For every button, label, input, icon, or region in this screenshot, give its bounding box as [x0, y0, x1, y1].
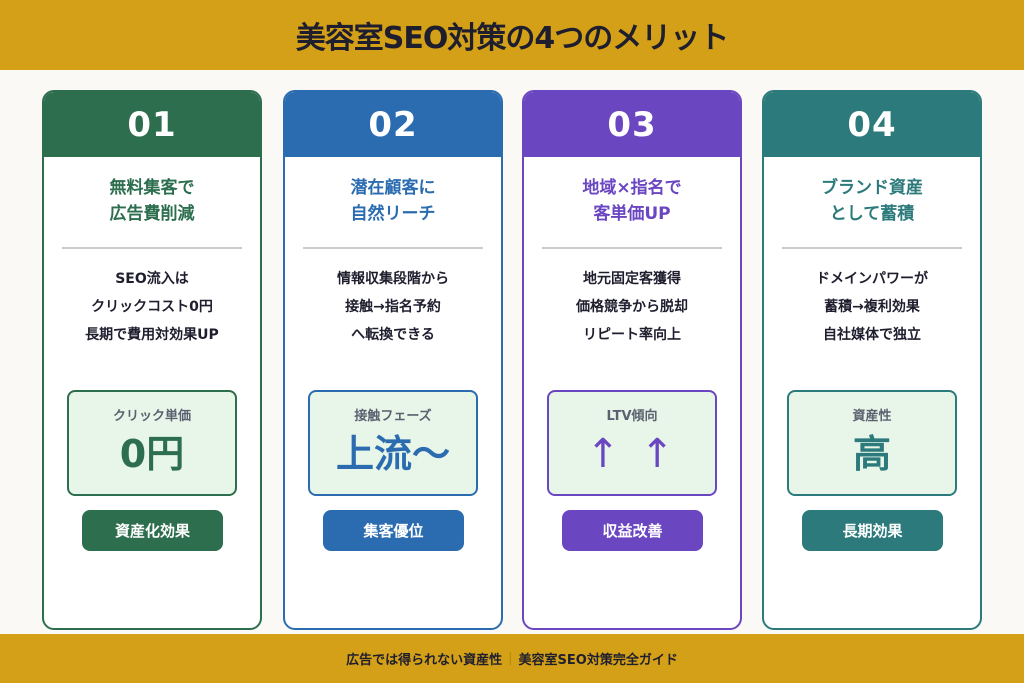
card-title: 地域×指名で 客単価UP — [524, 175, 740, 227]
card-title-line: として蓄積 — [829, 204, 915, 224]
stat-box: LTV傾向 ↑ ↑ — [547, 390, 717, 496]
card-description: ドメインパワーが 蓄積→複利効果 自社媒体で独立 — [764, 265, 980, 349]
up-arrows-icon: ↑ ↑ — [586, 431, 678, 477]
footer-guide-title: 美容室SEO対策完全ガイド — [518, 653, 678, 668]
description-line: クリックコスト0円 — [91, 299, 213, 315]
card-title: 無料集客で 広告費削減 — [44, 175, 260, 227]
description-line: リピート率向上 — [583, 327, 681, 343]
card-header: 04 — [764, 92, 980, 157]
card-description: SEO流入は クリックコスト0円 長期で費用対効果UP — [44, 265, 260, 349]
card-description: 情報収集段階から 接触→指名予約 へ転換できる — [285, 265, 501, 349]
stat-label: クリック単価 — [112, 409, 191, 424]
divider — [62, 247, 242, 249]
merit-card-01: 01 無料集客で 広告費削減 SEO流入は クリックコスト0円 長期で費用対効果… — [42, 90, 262, 630]
card-title-line: 広告費削減 — [109, 204, 195, 224]
card-title: ブランド資産 として蓄積 — [764, 175, 980, 227]
stat-label: LTV傾向 — [606, 409, 658, 424]
stat-value: 0円 — [119, 432, 185, 476]
effect-badge: 資産化効果 — [82, 510, 223, 551]
card-title-line: ブランド資産 — [821, 178, 923, 198]
stat-box: 接触フェーズ 上流〜 — [308, 390, 478, 496]
divider — [782, 247, 962, 249]
effect-badge: 収益改善 — [562, 510, 703, 551]
stat-box: 資産性 高 — [787, 390, 957, 496]
description-line: 地元固定客獲得 — [583, 271, 681, 287]
footer-separator: | — [508, 651, 513, 666]
divider — [542, 247, 722, 249]
description-line: 長期で費用対効果UP — [85, 327, 219, 343]
card-title-line: 無料集客で — [109, 178, 195, 198]
header-banner: 美容室SEO対策の4つのメリット — [0, 0, 1024, 70]
merit-card-04: 04 ブランド資産 として蓄積 ドメインパワーが 蓄積→複利効果 自社媒体で独立… — [762, 90, 982, 630]
card-title-line: 自然リーチ — [350, 204, 436, 224]
card-number: 02 — [368, 104, 418, 145]
description-line: SEO流入は — [115, 271, 189, 287]
card-header: 01 — [44, 92, 260, 157]
card-header: 03 — [524, 92, 740, 157]
stat-label: 資産性 — [852, 409, 892, 424]
footer-banner: 広告では得られない資産性 | 美容室SEO対策完全ガイド — [0, 634, 1024, 683]
description-line: 自社媒体で独立 — [823, 327, 921, 343]
card-number: 01 — [127, 104, 177, 145]
stat-box: クリック単価 0円 — [67, 390, 237, 496]
card-title-line: 客単価UP — [593, 204, 671, 224]
effect-badge: 長期効果 — [802, 510, 943, 551]
description-line: 情報収集段階から — [337, 271, 449, 287]
description-line: 接触→指名予約 — [345, 299, 441, 315]
card-number: 04 — [847, 104, 897, 145]
card-number: 03 — [607, 104, 657, 145]
card-header: 02 — [285, 92, 501, 157]
divider — [303, 247, 483, 249]
description-line: へ転換できる — [351, 327, 435, 343]
page-title: 美容室SEO対策の4つのメリット — [295, 21, 729, 56]
footer-tagline: 広告では得られない資産性 — [346, 653, 503, 668]
stat-value: 上流〜 — [335, 432, 450, 476]
card-description: 地元固定客獲得 価格競争から脱却 リピート率向上 — [524, 265, 740, 349]
description-line: 蓄積→複利効果 — [824, 299, 920, 315]
stat-value: 高 — [852, 432, 891, 476]
description-line: 価格競争から脱却 — [576, 299, 688, 315]
merit-card-02: 02 潜在顧客に 自然リーチ 情報収集段階から 接触→指名予約 へ転換できる 接… — [283, 90, 503, 630]
description-line: ドメインパワーが — [816, 271, 928, 287]
card-title: 潜在顧客に 自然リーチ — [285, 175, 501, 227]
stat-label: 接触フェーズ — [354, 409, 432, 424]
effect-badge: 集客優位 — [323, 510, 464, 551]
card-title-line: 地域×指名で — [582, 178, 682, 198]
card-title-line: 潜在顧客に — [350, 178, 436, 198]
merit-card-03: 03 地域×指名で 客単価UP 地元固定客獲得 価格競争から脱却 リピート率向上… — [522, 90, 742, 630]
